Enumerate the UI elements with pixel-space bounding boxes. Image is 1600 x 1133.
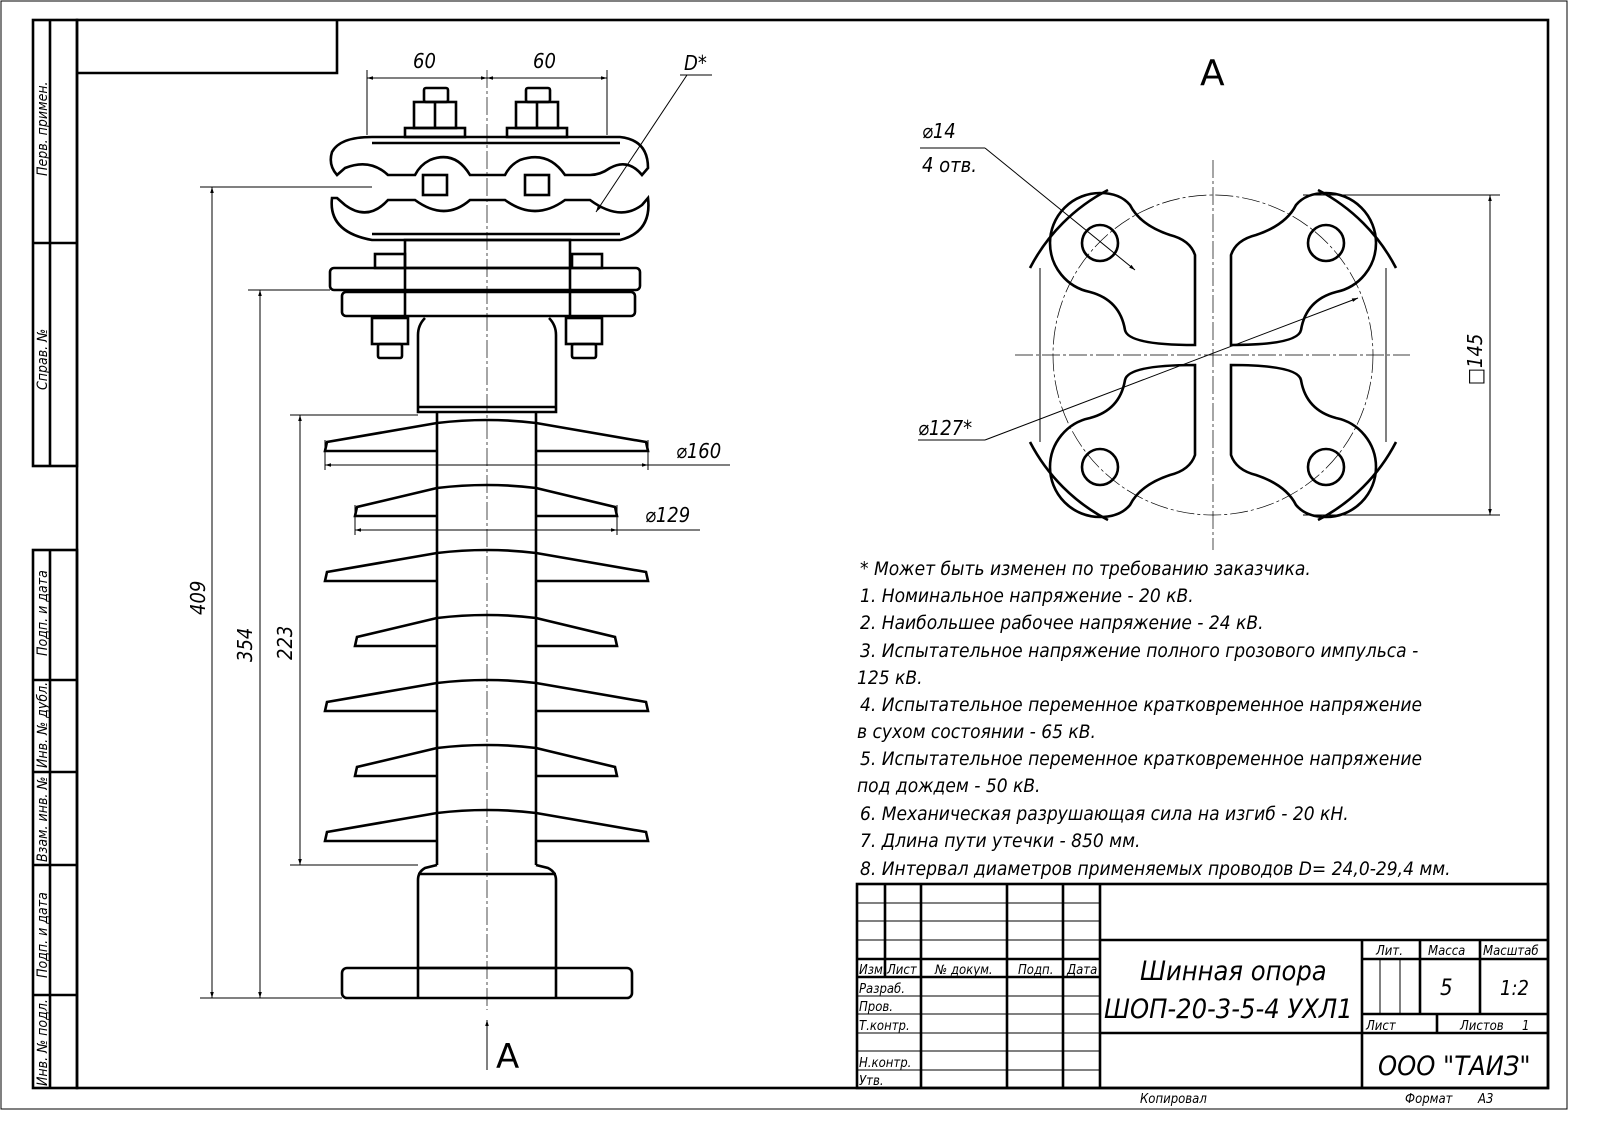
dim-223: 223: [273, 626, 297, 660]
side-label-vzam-inv: Взам. инв. №: [35, 776, 51, 862]
mass-label: Масса: [1428, 944, 1465, 959]
mass-value: 5: [1440, 976, 1453, 1001]
dim-hole-count: 4 отв.: [922, 153, 977, 177]
side-strip: Перв. примен. Справ. № Подп. и дата Инв.…: [31, 18, 79, 1090]
note-line: 6. Механическая разрушающая сила на изги…: [860, 803, 1349, 825]
role-tkontr: Т.контр.: [859, 1019, 910, 1034]
header-list: Лист: [886, 963, 918, 978]
role-utv: Утв.: [859, 1074, 884, 1089]
dim-circle-127: ⌀127*: [918, 416, 972, 440]
note-line: под дождем - 50 кВ.: [857, 775, 1040, 797]
sheets-label: Листов: [1459, 1019, 1504, 1034]
dim-wire-diameter: D*: [684, 51, 707, 75]
note-line: 1. Номинальное напряжение - 20 кВ.: [860, 585, 1194, 607]
title-block: Изм. Лист № докум. Подп. Дата Разраб. Пр…: [855, 882, 1550, 1090]
insulator-shed: [353, 483, 619, 518]
note-line: 4. Испытательное переменное кратковремен…: [860, 694, 1422, 716]
side-label-podp-data-1: Подп. и дата: [35, 570, 51, 656]
company-name: ООО "ТАИЗ": [1378, 1051, 1531, 1082]
header-podp: Подп.: [1018, 963, 1053, 978]
view-a: A ⌀14 4 отв. ⌀127* □145: [918, 53, 1500, 550]
note-line: 125 кВ.: [857, 667, 923, 689]
dim-354: 354: [233, 628, 257, 662]
insulator-shed: [353, 743, 619, 778]
role-prov: Пров.: [859, 1000, 893, 1015]
dim-60-left: 60: [413, 49, 436, 73]
side-label-sprav-no: Справ. №: [35, 329, 51, 390]
lit-label: Лит.: [1375, 944, 1403, 959]
drawing-title-line1: Шинная опора: [1140, 956, 1327, 987]
header-izm: Изм.: [859, 963, 887, 978]
note-line: 2. Наибольшее рабочее напряжение - 24 кВ…: [860, 612, 1264, 634]
header-data: Дата: [1066, 963, 1097, 978]
note-line: 8. Интервал диаметров применяемых провод…: [860, 858, 1451, 880]
scale-value: 1:2: [1500, 976, 1529, 1000]
dim-square-145: □145: [1463, 334, 1487, 385]
copied-label: Копировал: [1140, 1092, 1207, 1107]
insulator-shed: [323, 548, 650, 583]
insulator-shed: [323, 808, 650, 843]
note-line: 7. Длина пути утечки - 850 мм.: [860, 830, 1140, 852]
front-view: 60 60 D* 409 354 223 ⌀160 ⌀129 A: [186, 49, 730, 1077]
dim-shed-160: ⌀160: [676, 439, 721, 463]
insulator-shed: [323, 418, 650, 453]
sheet-label: Лист: [1365, 1019, 1397, 1034]
role-razrab: Разраб.: [859, 982, 905, 997]
insulator-shed: [323, 678, 650, 713]
side-label-inv-dubl: Инв. № дубл.: [35, 682, 51, 768]
dim-hole-14: ⌀14: [922, 119, 956, 143]
role-nkontr: Н.контр.: [859, 1056, 911, 1071]
dim-shed-129: ⌀129: [645, 503, 690, 527]
dim-409: 409: [186, 581, 210, 615]
side-label-podp-data-2: Подп. и дата: [35, 892, 51, 978]
note-line: 3. Испытательное напряжение полного гроз…: [860, 640, 1418, 662]
scale-label: Масштаб: [1483, 944, 1539, 959]
dim-60-right: 60: [533, 49, 556, 73]
note-line: в сухом состоянии - 65 кВ.: [857, 721, 1096, 743]
view-a-title: A: [1200, 53, 1225, 94]
format-value: А3: [1477, 1092, 1493, 1107]
header-no-dokum: № докум.: [934, 963, 993, 978]
side-label-perv-primen: Перв. примен.: [35, 81, 51, 176]
format-label: Формат: [1405, 1092, 1454, 1107]
sheets-value: 1: [1522, 1019, 1529, 1034]
note-line: 5. Испытательное переменное кратковремен…: [860, 748, 1422, 770]
side-label-inv-podl: Инв. № подл.: [35, 999, 51, 1086]
sheet-frame: [0, 0, 1568, 1110]
note-line: * Может быть изменен по требованию заказ…: [860, 558, 1311, 580]
insulator-shed: [353, 613, 619, 648]
technical-notes: * Может быть изменен по требованию заказ…: [857, 558, 1451, 880]
view-arrow-label: A: [496, 1037, 519, 1077]
drawing-title-line2: ШОП-20-3-5-4 УХЛ1: [1104, 994, 1353, 1025]
